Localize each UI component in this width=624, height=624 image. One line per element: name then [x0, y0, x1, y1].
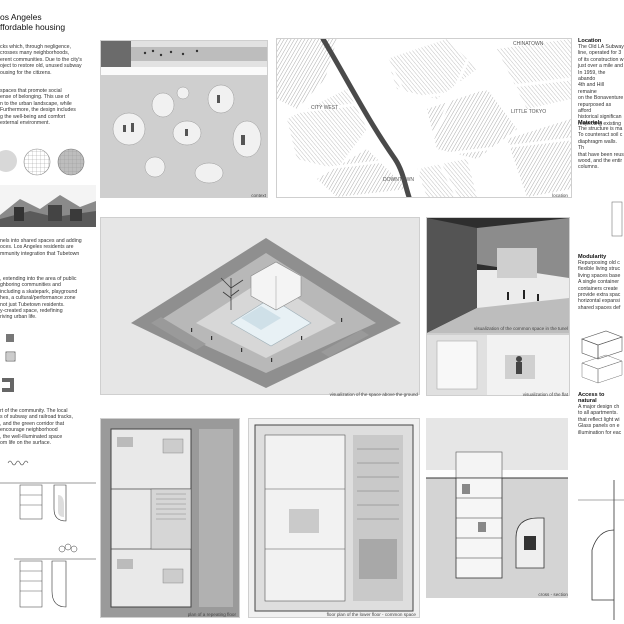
legend-l-shape — [2, 378, 14, 392]
public-area-text: , extending into the area of public ghbo… — [0, 276, 78, 321]
caption-location: location — [552, 193, 568, 198]
caption-lower-floor: floor plan of the lower floor - common s… — [326, 612, 416, 617]
label-chinatown: CHINATOWN — [513, 41, 544, 47]
location-map: CHINATOWN CITY WEST LITTLE TOKYO DOWNTOW… — [276, 38, 572, 198]
modularity-section: Modularity Repurposing old c flexible li… — [578, 254, 624, 311]
page-title: os Angeles ffordable housing — [0, 12, 95, 32]
modularity-heading: Modularity — [578, 254, 607, 260]
diagram-circle-2 — [23, 148, 51, 176]
legend-blocks — [2, 334, 16, 392]
flat-view — [426, 334, 570, 396]
caption-section: cross - section — [538, 592, 568, 597]
location-heading: Location — [578, 38, 602, 44]
label-downtown: DOWNTOWN — [383, 177, 414, 183]
label-city-west: CITY WEST — [311, 105, 338, 111]
label-little-tokyo: LITTLE TOKYO — [511, 109, 546, 115]
tunnel-view — [426, 217, 570, 334]
cross-section — [426, 418, 568, 598]
neighborhood-diagrams — [0, 148, 85, 176]
subway-line — [320, 39, 412, 197]
module-diagram — [581, 330, 623, 384]
caption-flat: visualization of the flat — [522, 392, 568, 397]
edge-sketch — [611, 201, 623, 237]
community-text: rt of the community. The local s of subw… — [0, 408, 73, 447]
title-line-1: os Angeles — [0, 12, 42, 22]
context-panel — [100, 40, 268, 198]
section-diagrams — [0, 460, 96, 608]
caption-common-space-tunnel: visualization of the common space in the… — [474, 326, 568, 331]
caption-space-above-ground: visualization of the space above the gro… — [329, 392, 418, 397]
caption-repeating-floor: plan of a repeating floor — [187, 612, 236, 617]
social-text: spaces that promote social ense of belon… — [0, 88, 76, 127]
location-body: The Old LA Subway line, operated for 3 o… — [578, 44, 624, 127]
diagram-circle-1 — [0, 150, 17, 172]
materials-body: The structure is ma To counteract soil c… — [578, 126, 624, 171]
location-section: Location The Old LA Subway line, operate… — [578, 38, 624, 127]
natural-light-body: A major design ch to all apartments. tha… — [578, 404, 622, 436]
repeating-floor-plan — [100, 418, 240, 618]
caption-context: context — [251, 193, 266, 198]
intro-text: cks which, through negligence, crosses m… — [0, 44, 83, 76]
tubetown-collage — [0, 185, 96, 227]
natural-light-section: Access to natural A major design ch to a… — [578, 392, 624, 436]
shared-space-text: nels into shared spaces and adding oces.… — [0, 238, 82, 257]
lower-floor-plan — [248, 418, 420, 618]
materials-heading: Materials — [578, 120, 603, 126]
materials-section: Materials The structure is ma To counter… — [578, 120, 624, 171]
legend-square — [6, 334, 14, 342]
partial-section-drawing — [578, 480, 624, 620]
axonometric-view — [100, 217, 420, 395]
modularity-body: Repurposing old c flexible living struc … — [578, 260, 621, 311]
title-line-2: ffordable housing — [0, 22, 66, 32]
natural-light-heading: Access to natural — [578, 392, 605, 404]
